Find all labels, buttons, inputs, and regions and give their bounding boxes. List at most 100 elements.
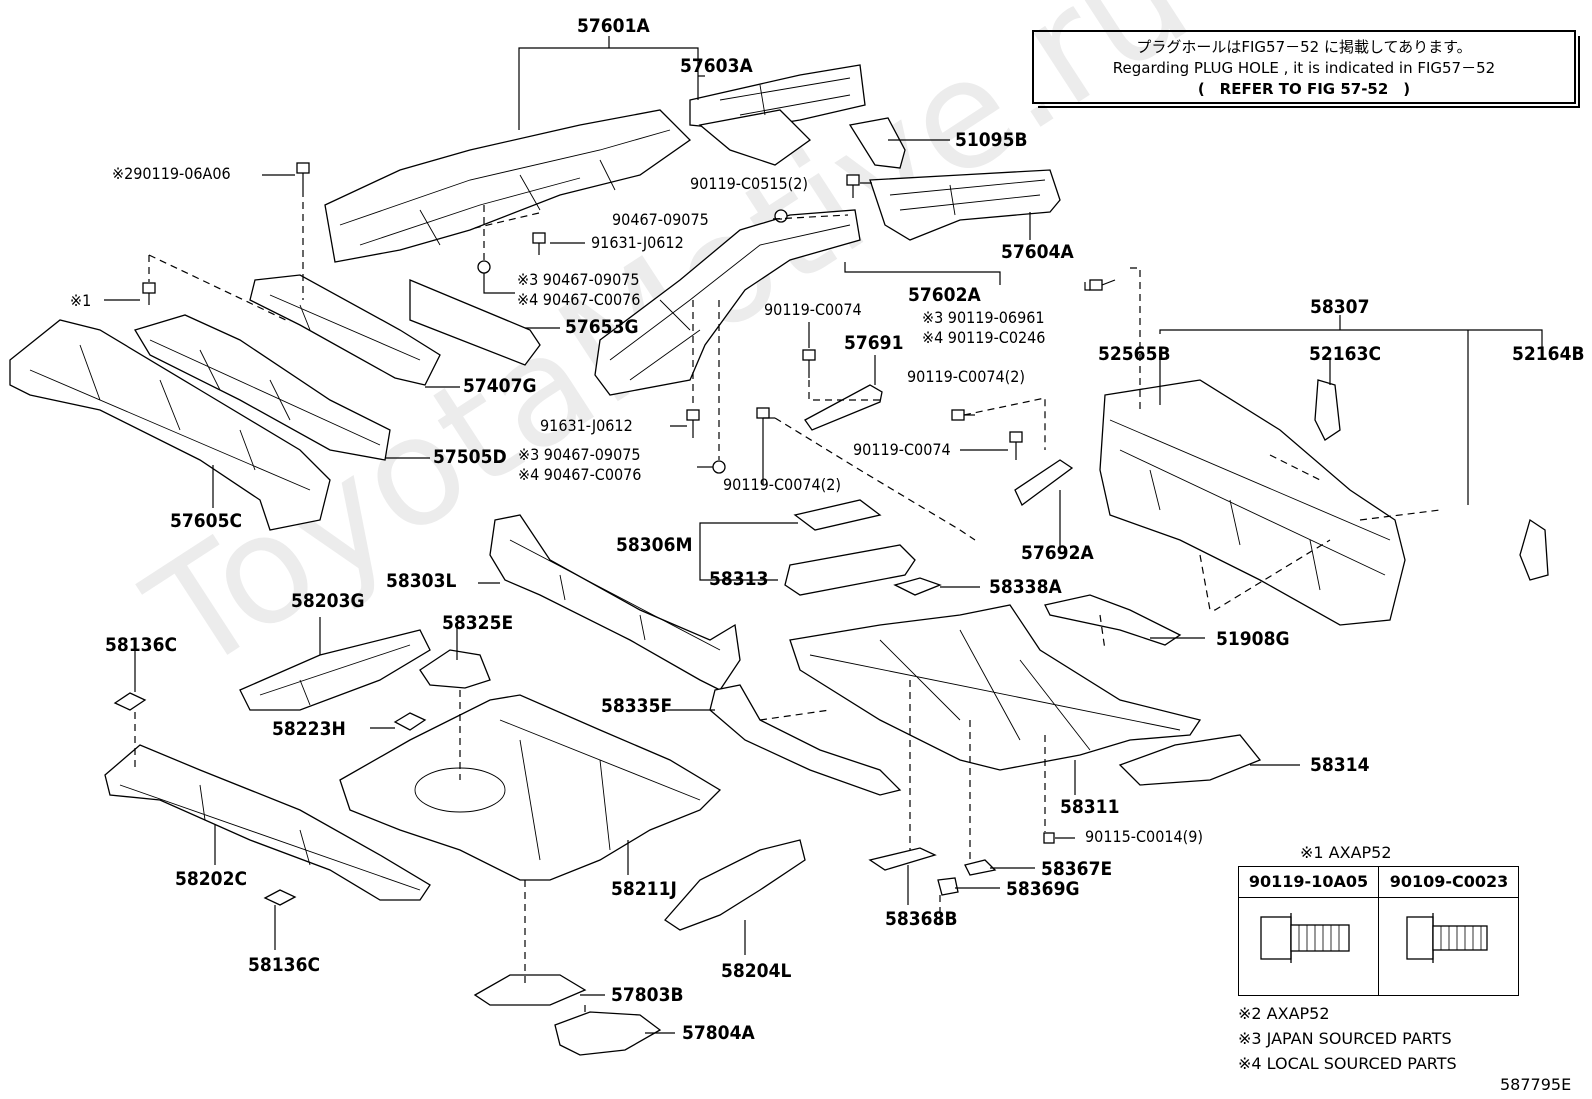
bolt-icons [142, 162, 1116, 844]
label-90467-09075-c[interactable]: ※3 90467-09075 [518, 445, 641, 464]
label-57603A[interactable]: 57603A [680, 55, 753, 77]
label-58367E[interactable]: 58367E [1041, 858, 1113, 880]
part-58313 [784, 544, 916, 596]
part-58303L [489, 514, 741, 691]
label-58202C[interactable]: 58202C [175, 868, 248, 890]
label-57653G[interactable]: 57653G [565, 316, 639, 338]
bolt-table-col2[interactable]: 90109-C0023 [1379, 867, 1519, 898]
label-52565B[interactable]: 52565B [1098, 343, 1171, 365]
label-57601A[interactable]: 57601A [577, 15, 650, 37]
label-90119-C0074-b[interactable]: 90119-C0074 [853, 440, 951, 459]
label-90467-C0076-a[interactable]: ※4 90467-C0076 [517, 290, 641, 309]
part-58136C-upper [113, 692, 147, 711]
part-57603A [689, 64, 866, 166]
label-90119-C0074-2-b[interactable]: 90119-C0074(2) [723, 475, 842, 494]
part-57691 [804, 384, 883, 431]
bolt-icon [846, 174, 860, 198]
label-90119-C0074-a[interactable]: 90119-C0074 [764, 300, 862, 319]
label-58136C-lower[interactable]: 58136C [248, 954, 321, 976]
label-90119-06961[interactable]: ※3 90119-06961 [922, 308, 1045, 327]
label-note-1[interactable]: ※1 [70, 291, 92, 310]
part-58325E [419, 649, 491, 689]
label-58306M[interactable]: 58306M [616, 534, 693, 556]
part-51095B [848, 117, 906, 169]
part-58314 [1118, 734, 1262, 786]
bolt-icon [296, 162, 310, 190]
label-57604A[interactable]: 57604A [1001, 241, 1074, 263]
label-58307[interactable]: 58307 [1310, 296, 1370, 318]
label-58204L[interactable]: 58204L [721, 960, 792, 982]
label-90119-06A06[interactable]: ※290119-06A06 [112, 164, 231, 183]
label-58313[interactable]: 58313 [709, 568, 769, 590]
part-57604A [869, 169, 1061, 241]
part-58367E [964, 859, 997, 876]
label-57505D[interactable]: 57505D [433, 446, 507, 468]
bolt-table: 90119-10A05 90109-C0023 [1238, 866, 1519, 996]
label-57803B[interactable]: 57803B [611, 984, 684, 1006]
part-58335F [709, 684, 902, 796]
label-51908G[interactable]: 51908G [1216, 628, 1290, 650]
bolt-icon [1089, 279, 1116, 291]
label-90467-C0076-b[interactable]: ※4 90467-C0076 [518, 465, 642, 484]
part-57602A [594, 209, 861, 396]
label-58314[interactable]: 58314 [1310, 754, 1370, 776]
label-58223H[interactable]: 58223H [272, 718, 346, 740]
part-58211J [339, 694, 722, 881]
label-90119-C0074-2-a[interactable]: 90119-C0074(2) [907, 367, 1026, 386]
bolt-icon [1009, 431, 1023, 460]
bolt-icon [802, 349, 816, 378]
dashed-alignment-lines [134, 190, 1441, 1015]
label-58203G[interactable]: 58203G [291, 590, 365, 612]
flange-bolt-icon [1260, 913, 1350, 963]
part-58338A [893, 577, 942, 596]
label-57602A[interactable]: 57602A [908, 284, 981, 306]
bolt-table-title: ※1 AXAP52 [1300, 843, 1392, 862]
label-58335F[interactable]: 58335F [601, 695, 673, 717]
part-58306M [793, 499, 882, 531]
label-58369G[interactable]: 58369G [1006, 878, 1080, 900]
note-line-jp: プラグホールはFIG57－52 に掲載してあります。 [1136, 38, 1472, 56]
part-57601A [324, 109, 692, 263]
part-57692A [1014, 459, 1074, 506]
label-57691[interactable]: 57691 [844, 332, 904, 354]
part-57407G [249, 274, 441, 386]
label-58325E[interactable]: 58325E [442, 612, 514, 634]
part-52163C [1314, 379, 1341, 441]
label-58311[interactable]: 58311 [1060, 796, 1120, 818]
label-90467-09075-a[interactable]: 90467-09075 [612, 210, 709, 229]
label-58338A[interactable]: 58338A [989, 576, 1062, 598]
bolt-icon [477, 260, 491, 274]
part-58204L [664, 839, 806, 931]
part-58311 [789, 604, 1202, 771]
label-91631-J0612-b[interactable]: 91631-J0612 [540, 416, 633, 435]
label-58368B[interactable]: 58368B [885, 908, 958, 930]
label-90119-C0515[interactable]: 90119-C0515(2) [690, 174, 809, 193]
bolt-table-col1[interactable]: 90119-10A05 [1239, 867, 1378, 898]
label-57804A[interactable]: 57804A [682, 1022, 755, 1044]
label-90467-09075-b[interactable]: ※3 90467-09075 [517, 270, 640, 289]
label-57407G[interactable]: 57407G [463, 375, 537, 397]
bolt-icon [1043, 832, 1055, 844]
label-52164B[interactable]: 52164B [1512, 343, 1585, 365]
bolt-icon [774, 209, 788, 223]
label-58136C-upper[interactable]: 58136C [105, 634, 178, 656]
label-90119-C0246[interactable]: ※4 90119-C0246 [922, 328, 1046, 347]
part-58369G [937, 877, 959, 896]
label-91631-J0612-a[interactable]: 91631-J0612 [591, 233, 684, 252]
label-58303L[interactable]: 58303L [386, 570, 457, 592]
label-57605C[interactable]: 57605C [170, 510, 243, 532]
label-90115-C0014[interactable]: 90115-C0014(9) [1085, 827, 1204, 846]
footnote-4: ※4 LOCAL SOURCED PARTS [1238, 1054, 1457, 1073]
part-58223H [393, 712, 427, 731]
label-57692A[interactable]: 57692A [1021, 542, 1094, 564]
part-57803B [473, 974, 587, 1006]
bolt-icon [712, 460, 726, 474]
label-58211J[interactable]: 58211J [611, 878, 677, 900]
label-51095B[interactable]: 51095B [955, 129, 1028, 151]
part-57605C [9, 319, 331, 531]
label-52163C[interactable]: 52163C [1309, 343, 1382, 365]
part-57505D [134, 314, 391, 461]
part-57804A [554, 1011, 662, 1056]
part-58136C-lower [263, 889, 297, 906]
bolt-icon [756, 407, 775, 419]
